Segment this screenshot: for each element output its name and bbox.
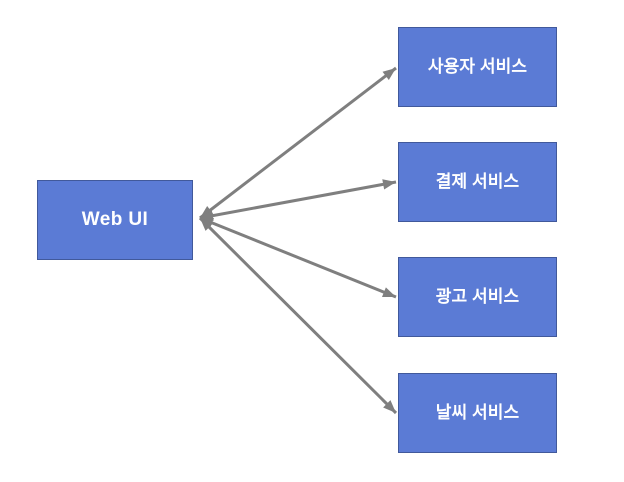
node-label-web-ui: Web UI	[81, 208, 149, 230]
node-label-payment-service: 결제 서비스	[435, 171, 520, 191]
edge-web-ui-weather-service-arrowhead-source	[200, 218, 213, 231]
edge-web-ui-user-service[interactable]	[199, 66, 397, 220]
node-label-user-service: 사용자 서비스	[427, 56, 528, 76]
edge-web-ui-weather-service-arrowhead-target	[383, 400, 396, 413]
edge-web-ui-payment-service-arrowhead-source	[200, 210, 214, 221]
edge-web-ui-payment-service[interactable]	[199, 179, 397, 221]
node-label-weather-service: 날씨 서비스	[435, 402, 520, 422]
node-ad-service[interactable]: 광고 서비스	[398, 257, 557, 337]
edge-web-ui-payment-service-line	[199, 180, 397, 220]
edge-web-ui-user-service-line	[199, 66, 397, 220]
edge-web-ui-payment-service-arrowhead-target	[382, 179, 396, 190]
edge-web-ui-user-service-arrowhead-target	[382, 68, 396, 81]
node-weather-service[interactable]: 날씨 서비스	[398, 373, 557, 453]
node-user-service[interactable]: 사용자 서비스	[398, 27, 557, 107]
node-payment-service[interactable]: 결제 서비스	[398, 142, 557, 222]
edge-web-ui-ad-service-arrowhead-target	[381, 287, 396, 297]
edge-web-ui-weather-service[interactable]	[198, 216, 398, 415]
node-label-ad-service: 광고 서비스	[435, 286, 520, 306]
edge-web-ui-ad-service-arrowhead-source	[200, 218, 215, 228]
edge-web-ui-weather-service-line	[198, 216, 398, 415]
edge-web-ui-ad-service[interactable]	[199, 216, 397, 299]
edge-web-ui-ad-service-line	[199, 216, 397, 299]
node-web-ui[interactable]: Web UI	[37, 180, 193, 260]
edge-web-ui-user-service-arrowhead-source	[200, 205, 214, 218]
